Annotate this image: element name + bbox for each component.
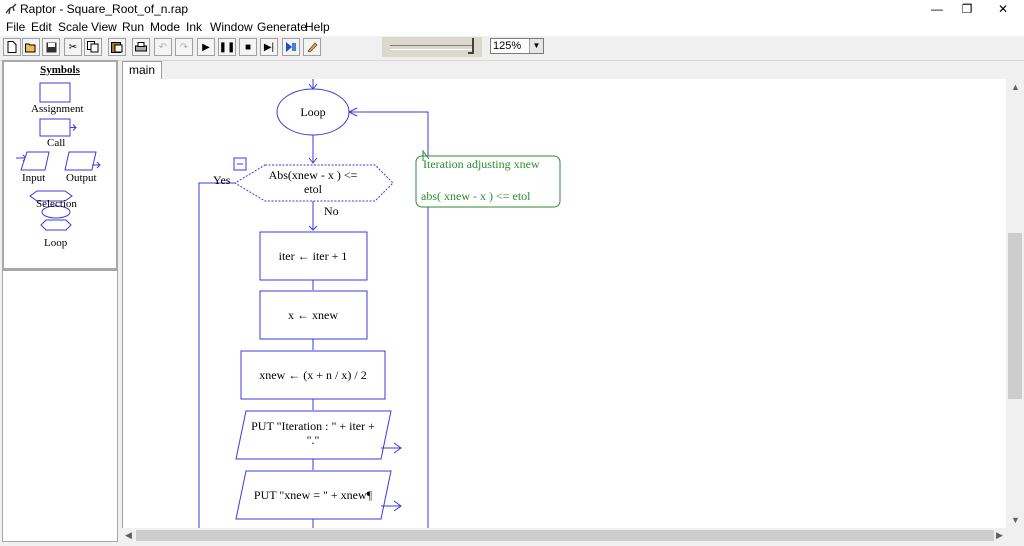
step-icon[interactable]: ▶| [260, 38, 278, 56]
output-symbol-icon [64, 151, 101, 171]
title-bar: Raptor - Square_Root_of_n.rap — ❐ ✕ [0, 0, 1024, 18]
zoom-select[interactable]: 125% ▼ [490, 38, 544, 54]
output-iteration-line1: PUT "Iteration : " + iter + [251, 419, 375, 433]
assign-iter-text: iter ← iter + 1 [279, 249, 348, 263]
test-icon[interactable] [282, 38, 300, 56]
stop-icon[interactable]: ■ [239, 38, 257, 56]
symbol-loop[interactable]: Loop [44, 237, 68, 249]
scroll-right-icon[interactable]: ▶ [996, 530, 1003, 540]
symbols-shapes [16, 82, 101, 231]
menu-bar: File Edit Scale View Run Mode Ink Window… [0, 18, 1024, 36]
cut-icon[interactable]: ✂ [64, 38, 82, 56]
paste-icon[interactable] [108, 38, 126, 56]
symbols-panel: Symbols Assignment Call Input Output Sel… [2, 60, 118, 270]
save-icon[interactable] [42, 38, 60, 56]
zoom-slider[interactable] [382, 37, 482, 57]
tab-main[interactable]: main [122, 61, 162, 79]
output-xnew-text: PUT "xnew = " + xnew¶ [254, 488, 373, 502]
output-iteration-line2: "." [307, 433, 320, 447]
assign-x-text: x ← xnew [288, 308, 338, 322]
undo-icon[interactable]: ↶ [154, 38, 172, 56]
vertical-scrollbar[interactable]: ▲ ▼ [1006, 79, 1024, 528]
menu-window[interactable]: Window [210, 20, 253, 34]
window-title: Raptor - Square_Root_of_n.rap [20, 2, 189, 16]
zoom-slider-thumb[interactable] [468, 38, 474, 54]
no-label: No [324, 204, 339, 218]
open-icon[interactable] [22, 38, 40, 56]
menu-file[interactable]: File [6, 20, 26, 34]
menu-mode[interactable]: Mode [150, 20, 181, 34]
symbol-selection[interactable]: Selection [36, 198, 77, 210]
symbol-input[interactable]: Input [22, 172, 46, 184]
zoom-value: 125% [493, 40, 522, 52]
condition-line1: Abs(xnew - x ) <= [269, 168, 358, 182]
menu-edit[interactable]: Edit [31, 20, 52, 34]
menu-run[interactable]: Run [122, 20, 145, 34]
assign-xnew-text: xnew ← (x + n / x) / 2 [259, 368, 366, 382]
redo-icon[interactable]: ↷ [175, 38, 193, 56]
copy-icon[interactable] [84, 38, 102, 56]
pen-icon[interactable] [303, 38, 321, 56]
pause-icon[interactable]: ❚❚ [218, 38, 236, 56]
maximize-button[interactable]: ❐ [961, 2, 973, 16]
comment-line2: abs( xnew - x ) <= etol [421, 189, 531, 203]
menu-view[interactable]: View [91, 20, 117, 34]
horizontal-scroll-thumb[interactable] [136, 530, 994, 541]
output-iteration-node [235, 410, 392, 460]
zoom-slider-track [390, 45, 474, 50]
execute-icon[interactable]: ▶ [197, 38, 215, 56]
comment-box [415, 155, 561, 208]
flowchart-canvas[interactable]: Loop Abs(xnew - x ) <= etol Yes No iter … [122, 79, 1007, 528]
menu-ink[interactable]: Ink [186, 20, 203, 34]
scroll-down-icon[interactable]: ▼ [1011, 515, 1020, 525]
scroll-left-icon[interactable]: ◀ [125, 530, 132, 540]
assign-x-node [259, 290, 368, 340]
symbols-title: Symbols [40, 64, 80, 76]
assignment-symbol-icon [39, 82, 71, 103]
condition-line2: etol [304, 182, 323, 196]
menu-help[interactable]: Help [305, 20, 330, 34]
flowchart: Loop Abs(xnew - x ) <= etol Yes No iter … [198, 79, 561, 528]
selection-symbol-icon [29, 190, 73, 202]
horizontal-scrollbar[interactable]: ◀ ▶ [122, 528, 1006, 543]
loop-label: Loop [300, 105, 325, 119]
call-symbol-icon [39, 118, 77, 137]
menu-generate[interactable]: Generate [257, 20, 308, 34]
assign-iter-node [259, 231, 368, 281]
raptor-app-icon [5, 3, 17, 15]
assign-xnew-node [240, 350, 386, 400]
input-symbol-icon [16, 151, 50, 171]
chevron-down-icon[interactable]: ▼ [529, 39, 543, 53]
scroll-up-icon[interactable]: ▲ [1011, 82, 1020, 92]
minimize-button[interactable]: — [931, 2, 943, 16]
menu-scale[interactable]: Scale [58, 20, 89, 34]
watch-panel [2, 270, 118, 542]
vertical-scroll-thumb[interactable] [1008, 233, 1022, 399]
print-icon[interactable] [132, 38, 150, 56]
symbol-output[interactable]: Output [66, 172, 97, 184]
yes-label: Yes [213, 173, 231, 187]
close-button[interactable]: ✕ [997, 2, 1009, 16]
loop-symbol-icon [40, 205, 72, 231]
output-xnew-node [235, 470, 392, 520]
symbol-assignment[interactable]: Assignment [31, 103, 84, 115]
comment-line1: Iteration adjusting xnew [423, 157, 540, 171]
new-icon[interactable] [3, 38, 21, 56]
symbol-call[interactable]: Call [47, 137, 66, 149]
